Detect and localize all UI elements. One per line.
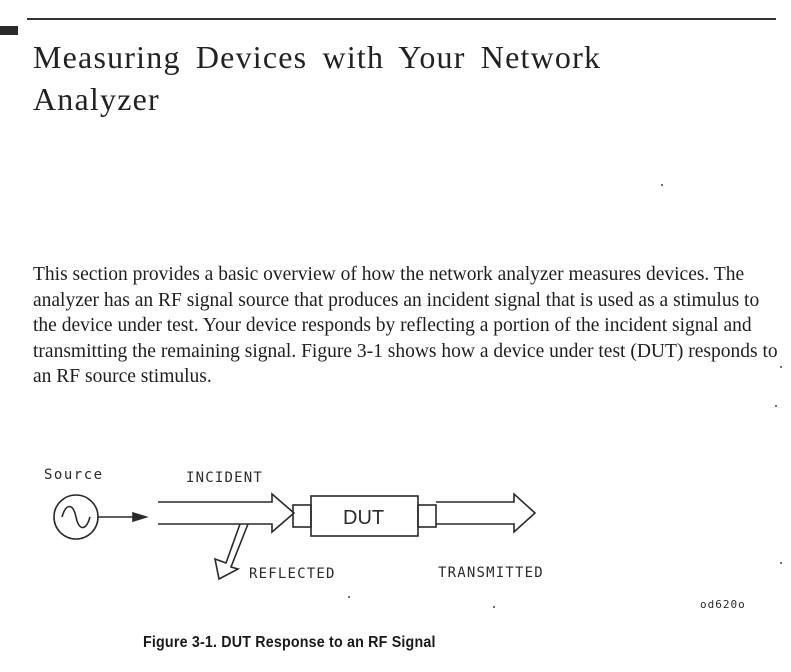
scan-speck [780,562,782,564]
scan-speck [661,184,663,186]
dut-label: DUT [343,507,384,529]
scan-speck [780,366,782,368]
transmitted-arrow [436,492,537,534]
scan-speck [775,405,777,407]
reflected-arrow [213,523,249,581]
scan-speck [493,606,495,608]
transmitted-label: TRANSMITTED [438,565,544,581]
incident-arrow [158,492,296,534]
figure-code: od620o [700,598,746,611]
dut-output-connector [417,504,437,528]
scan-speck [348,596,350,598]
section-title: Measuring Devices with Your Network Anal… [33,39,602,117]
header-rule [27,18,776,20]
dut-input-connector [292,504,312,528]
figure-caption: Figure 3-1. DUT Response to an RF Signal [143,634,436,651]
reflected-label: REFLECTED [249,566,336,582]
source-label: Source [44,467,104,483]
body-paragraph: This section provides a basic overview o… [33,264,778,387]
sine-wave-icon [61,505,91,529]
page-edge-tab [0,26,18,35]
incident-label: INCIDENT [186,470,263,486]
source-arrowhead-icon [132,511,149,523]
